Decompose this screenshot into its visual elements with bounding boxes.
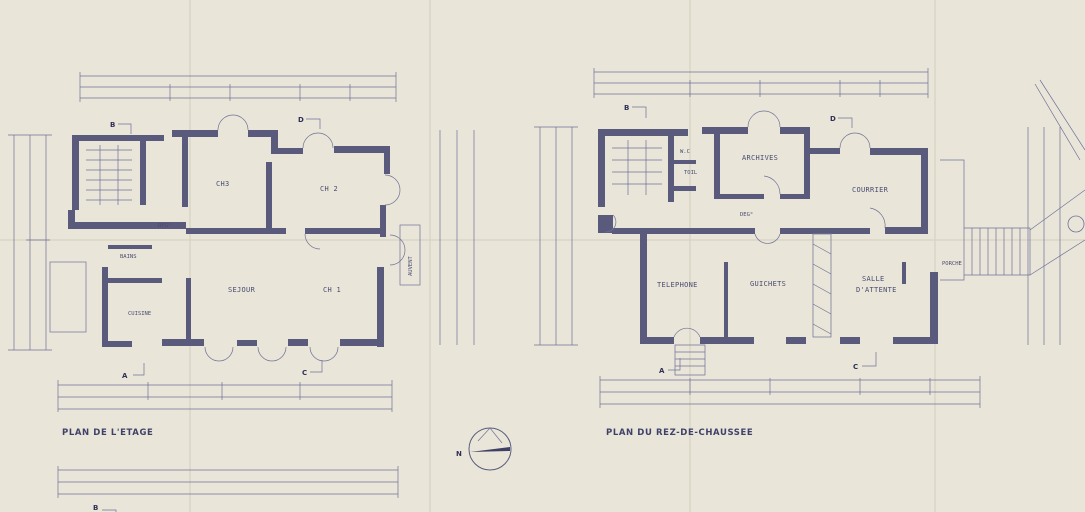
upper-section-markers: B D A C [110, 116, 323, 380]
room-ch3: CH3 [216, 180, 230, 188]
upper-bottom-dimensions [57, 380, 393, 412]
ground-section-markers: B D A C [624, 104, 877, 375]
section-b-upper: B [110, 121, 115, 129]
section-a-ground: A [659, 367, 665, 375]
room-porche: PORCHE [942, 261, 962, 267]
upper-door-swings [204, 114, 406, 362]
upper-walls [68, 130, 390, 347]
porche-steps [940, 79, 1085, 281]
upper-staircase [86, 145, 132, 205]
ground-top-dimensions [593, 68, 929, 98]
ground-walls [598, 127, 938, 344]
upper-floor-title: PLAN DE L'ETAGE [62, 428, 153, 438]
ground-floor-title: PLAN DU REZ-DE-CHAUSSEE [606, 428, 753, 438]
room-ch1: CH 1 [323, 286, 341, 294]
compass-north-label: N [456, 450, 462, 458]
room-sejour: SEJOUR [228, 286, 256, 294]
north-compass: N [456, 427, 512, 471]
section-a-upper: A [122, 372, 128, 380]
section-c-upper: C [302, 369, 307, 377]
room-deg-ground: DEG° [740, 212, 753, 218]
room-guichets: GUICHETS [750, 280, 786, 288]
upper-floor-plan: CH3 CH 2 DEG° BAINS SEJOUR CH 1 CUISINE … [8, 72, 475, 438]
section-d-upper: D [298, 116, 304, 124]
room-salle: SALLE [862, 275, 885, 283]
room-deg-upper: DEG° [158, 223, 171, 229]
upper-left-dimensions [8, 134, 52, 351]
ground-left-dimensions [534, 126, 578, 346]
room-ch2: CH 2 [320, 185, 338, 193]
ground-bottom-dimensions [599, 376, 981, 408]
section-c-ground: C [853, 363, 858, 371]
room-telephone: TELEPHONE [657, 281, 698, 289]
section-b-bottom: B [93, 504, 98, 512]
ground-staircase [612, 140, 706, 376]
room-bains: BAINS [120, 254, 137, 260]
section-b-ground: B [624, 104, 629, 112]
room-cuisine: CUISINE [128, 311, 151, 317]
upper-top-dimensions [79, 72, 397, 102]
room-attente: D'ATTENTE [856, 286, 897, 294]
room-auvent: AUVENT [408, 255, 414, 276]
room-archives: ARCHIVES [742, 154, 778, 162]
bottom-dimension-strip: B [57, 466, 399, 512]
room-courrier: COURRIER [852, 186, 889, 194]
ground-door-swings [604, 110, 886, 338]
room-toil: TOIL [684, 170, 698, 176]
upper-right-dimensions [439, 130, 475, 345]
room-wc: W.C [680, 149, 690, 155]
section-d-ground: D [830, 115, 836, 123]
ground-floor-plan: ARCHIVES W.C TOIL COURRIER DEG° TELEPHON… [534, 68, 1085, 438]
ground-right-dimensions [1027, 127, 1061, 345]
